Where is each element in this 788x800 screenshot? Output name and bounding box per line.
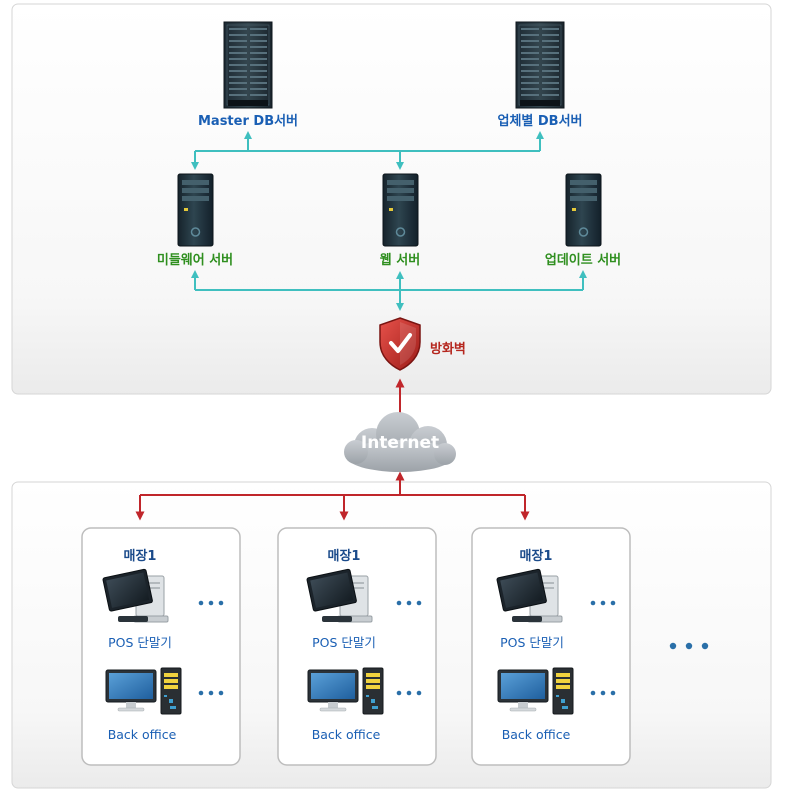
back-office-pc-icon	[497, 667, 574, 715]
firewall: 방화벽	[379, 317, 466, 371]
more-dots-icon	[198, 600, 224, 606]
store-name: 매장1	[124, 548, 157, 564]
more-dots-icon	[198, 690, 224, 696]
back-office-label: Back office	[312, 727, 381, 742]
pos-terminal-icon	[306, 568, 373, 623]
internet-label: Internet	[361, 433, 439, 453]
tower-server-icon	[565, 173, 602, 247]
update-server: 업데이트 서버	[545, 173, 621, 268]
store-name: 매장1	[328, 548, 361, 564]
web-server: 웹 서버	[380, 173, 420, 268]
rack-server-icon	[223, 21, 273, 109]
vendor-db-server: 업체별 DB서버	[497, 21, 583, 129]
back-office-label: Back office	[108, 727, 177, 742]
more-dots-icon	[396, 690, 422, 696]
cloud-icon	[344, 412, 456, 472]
rack-server-icon	[515, 21, 565, 109]
more-dots-icon	[590, 600, 616, 606]
internet-links	[135, 378, 530, 521]
pos-terminal-icon	[102, 568, 169, 623]
back-office-label: Back office	[502, 727, 571, 742]
tower-server-icon	[177, 173, 214, 247]
pos-label: POS 단말기	[312, 635, 376, 650]
middleware-label: 미들웨어 서버	[157, 252, 233, 268]
store-name: 매장1	[520, 548, 553, 564]
more-dots-icon	[590, 690, 616, 696]
pos-label: POS 단말기	[108, 635, 172, 650]
store-card: 매장1 POS 단말기	[81, 527, 241, 766]
store-card: 매장1 POS 단말기	[277, 527, 437, 766]
middleware-server: 미들웨어 서버	[157, 173, 233, 268]
web-server-label: 웹 서버	[380, 252, 420, 268]
update-server-label: 업데이트 서버	[545, 252, 621, 268]
master-db-server: Master DB서버	[198, 21, 298, 129]
pos-terminal-icon	[496, 568, 563, 623]
back-office-pc-icon	[307, 667, 384, 715]
master-db-label: Master DB서버	[198, 113, 298, 129]
store-card: 매장1 POS 단말기	[471, 527, 631, 766]
server-links	[191, 131, 587, 311]
firewall-label: 방화벽	[430, 341, 466, 357]
internet: Internet	[344, 412, 456, 472]
pos-label: POS 단말기	[500, 635, 564, 650]
shield-check-icon	[379, 317, 421, 371]
tower-server-icon	[382, 173, 419, 247]
more-dots-icon	[396, 600, 422, 606]
back-office-pc-icon	[105, 667, 182, 715]
vendor-db-label: 업체별 DB서버	[497, 113, 582, 129]
more-stores-dots-icon	[669, 642, 709, 650]
